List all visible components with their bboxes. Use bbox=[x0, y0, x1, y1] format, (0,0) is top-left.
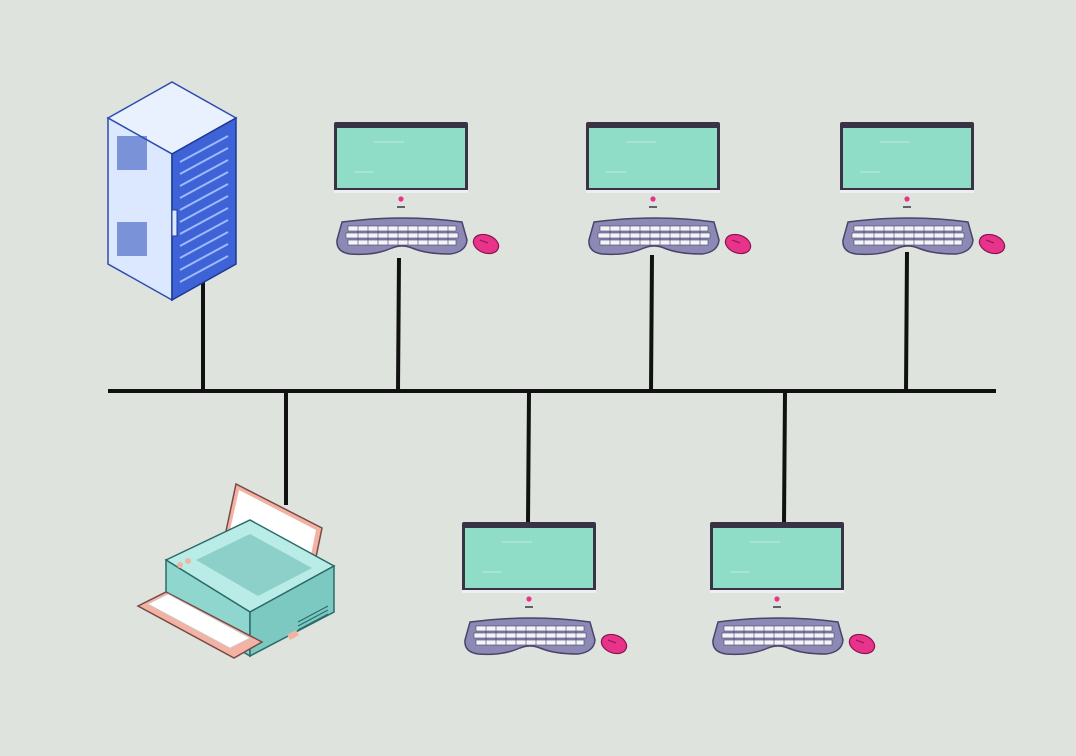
drop-cable-pc-2 bbox=[649, 254, 654, 392]
desktop-computer-icon-5 bbox=[709, 521, 879, 658]
drop-cable-pc-3 bbox=[904, 251, 909, 392]
network-cables bbox=[108, 251, 996, 525]
drop-cable-pc-4 bbox=[526, 390, 531, 525]
drop-cable-pc-5 bbox=[782, 390, 787, 525]
desktop-computer-icon-2 bbox=[585, 121, 755, 258]
desktop-computer-icon-4 bbox=[461, 521, 631, 658]
desktop-computer-icon-3 bbox=[839, 121, 1009, 258]
desktop-computer-icon-1 bbox=[333, 121, 503, 258]
printer-icon bbox=[136, 482, 336, 659]
drop-cable-pc-1 bbox=[396, 257, 401, 392]
server-rack-icon bbox=[106, 81, 238, 302]
